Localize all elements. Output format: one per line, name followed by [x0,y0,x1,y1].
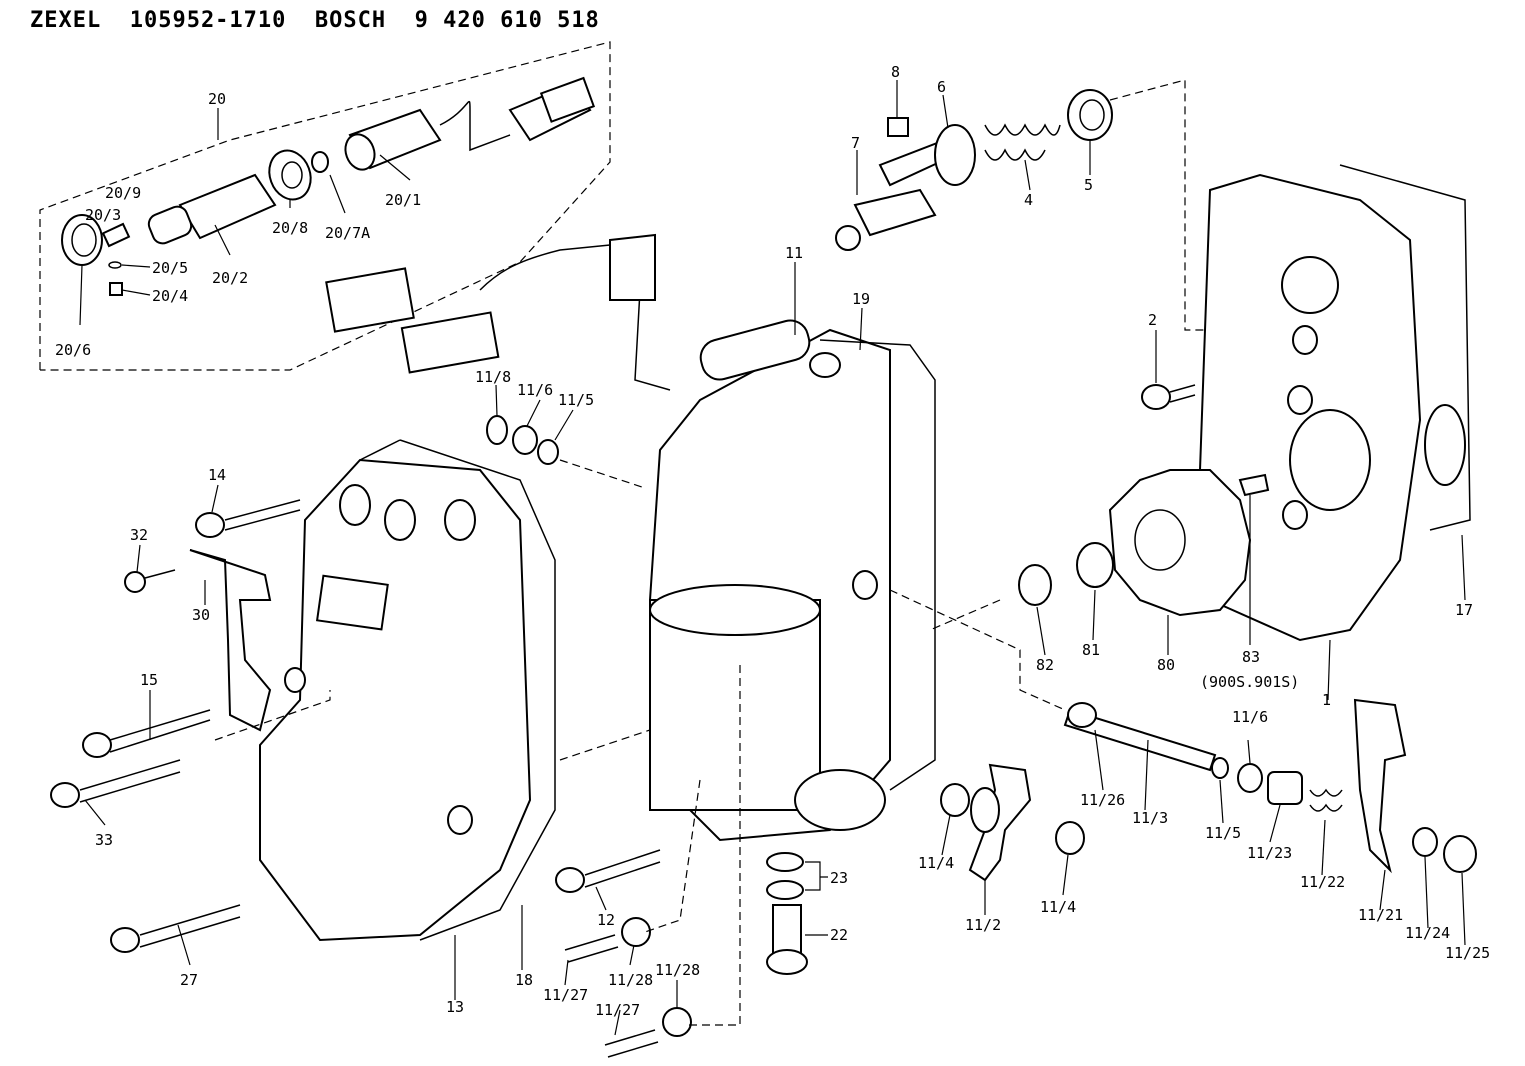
callout-6: 6 [937,78,946,96]
callout-1: 1 [1322,691,1331,709]
callout-11-22: 11/22 [1300,873,1345,891]
small-screws [564,917,692,1058]
callout-83-note: (900S.901S) [1200,673,1299,691]
callout-11-28-upper: 11/28 [608,971,653,989]
callout-11-28-lower: 11/28 [655,961,700,979]
shaft-parts [889,589,1477,946]
linkage-parts [835,79,1300,331]
callout-11-6-right: 11/6 [1232,708,1268,726]
callout-32: 32 [130,526,148,544]
callout-8: 8 [891,63,900,81]
callout-14: 14 [208,466,226,484]
callout-20-4: 20/4 [152,287,188,305]
callout-11-24: 11/24 [1405,924,1450,942]
callout-83: 83 [1242,648,1260,666]
callout-13: 13 [446,998,464,1016]
callout-15: 15 [140,671,158,689]
callout-80: 80 [1157,656,1175,674]
callout-17: 17 [1455,601,1473,619]
callout-23: 23 [830,869,848,887]
callout-11-5-right: 11/5 [1205,824,1241,842]
callout-20-2: 20/2 [212,269,248,287]
callout-11-25: 11/25 [1445,944,1490,962]
callout-11: 11 [785,244,803,262]
callout-20-1: 20/1 [385,191,421,209]
callout-labels: 20 20/1 20/2 20/3 20/4 20/5 20/6 20/7A 2… [55,63,1490,1019]
callout-11-8: 11/8 [475,368,511,386]
callout-11-21: 11/21 [1358,906,1403,924]
housing-1 [1141,164,1471,701]
callout-11-4-right: 11/4 [1040,898,1076,916]
gear-parts [929,469,1270,656]
callout-20-5: 20/5 [152,259,188,277]
callout-7: 7 [851,134,860,152]
callout-27: 27 [180,971,198,989]
callout-22: 22 [830,926,848,944]
callout-5: 5 [1084,176,1093,194]
actuator-11 [325,233,936,842]
bracket-30 [189,549,272,732]
callout-19: 19 [852,290,870,308]
lever-11-2 [940,763,1085,915]
callout-20-8: 20/8 [272,219,308,237]
callout-20-3: 20/3 [85,206,121,224]
bolts-left [50,484,661,966]
callout-2: 2 [1148,311,1157,329]
sensor-subassembly-20 [39,41,611,371]
banjo-parts [766,852,828,975]
callout-20-6: 20/6 [55,341,91,359]
callout-81: 81 [1082,641,1100,659]
callout-11-27-upper: 11/27 [543,986,588,1004]
alignment-lines [214,665,741,1026]
cover-13 [259,439,556,1000]
callout-11-2: 11/2 [965,916,1001,934]
callout-20-7a: 20/7A [325,224,370,242]
callout-20: 20 [208,90,226,108]
callout-11-23: 11/23 [1247,844,1292,862]
callout-4: 4 [1024,191,1033,209]
callout-20-9: 20/9 [105,184,141,202]
callout-18: 18 [515,971,533,989]
callout-11-27-lower: 11/27 [595,1001,640,1019]
callout-11-6-top: 11/6 [517,381,553,399]
callout-11-26: 11/26 [1080,791,1125,809]
callout-33: 33 [95,831,113,849]
callout-11-3: 11/3 [1132,809,1168,827]
callout-11-4-left: 11/4 [918,854,954,872]
callout-82: 82 [1036,656,1054,674]
callout-12: 12 [597,911,615,929]
callout-30: 30 [192,606,210,624]
callout-11-5-top: 11/5 [558,391,594,409]
page-title: ZEXEL 105952-1710 BOSCH 9 420 610 518 [30,8,600,33]
